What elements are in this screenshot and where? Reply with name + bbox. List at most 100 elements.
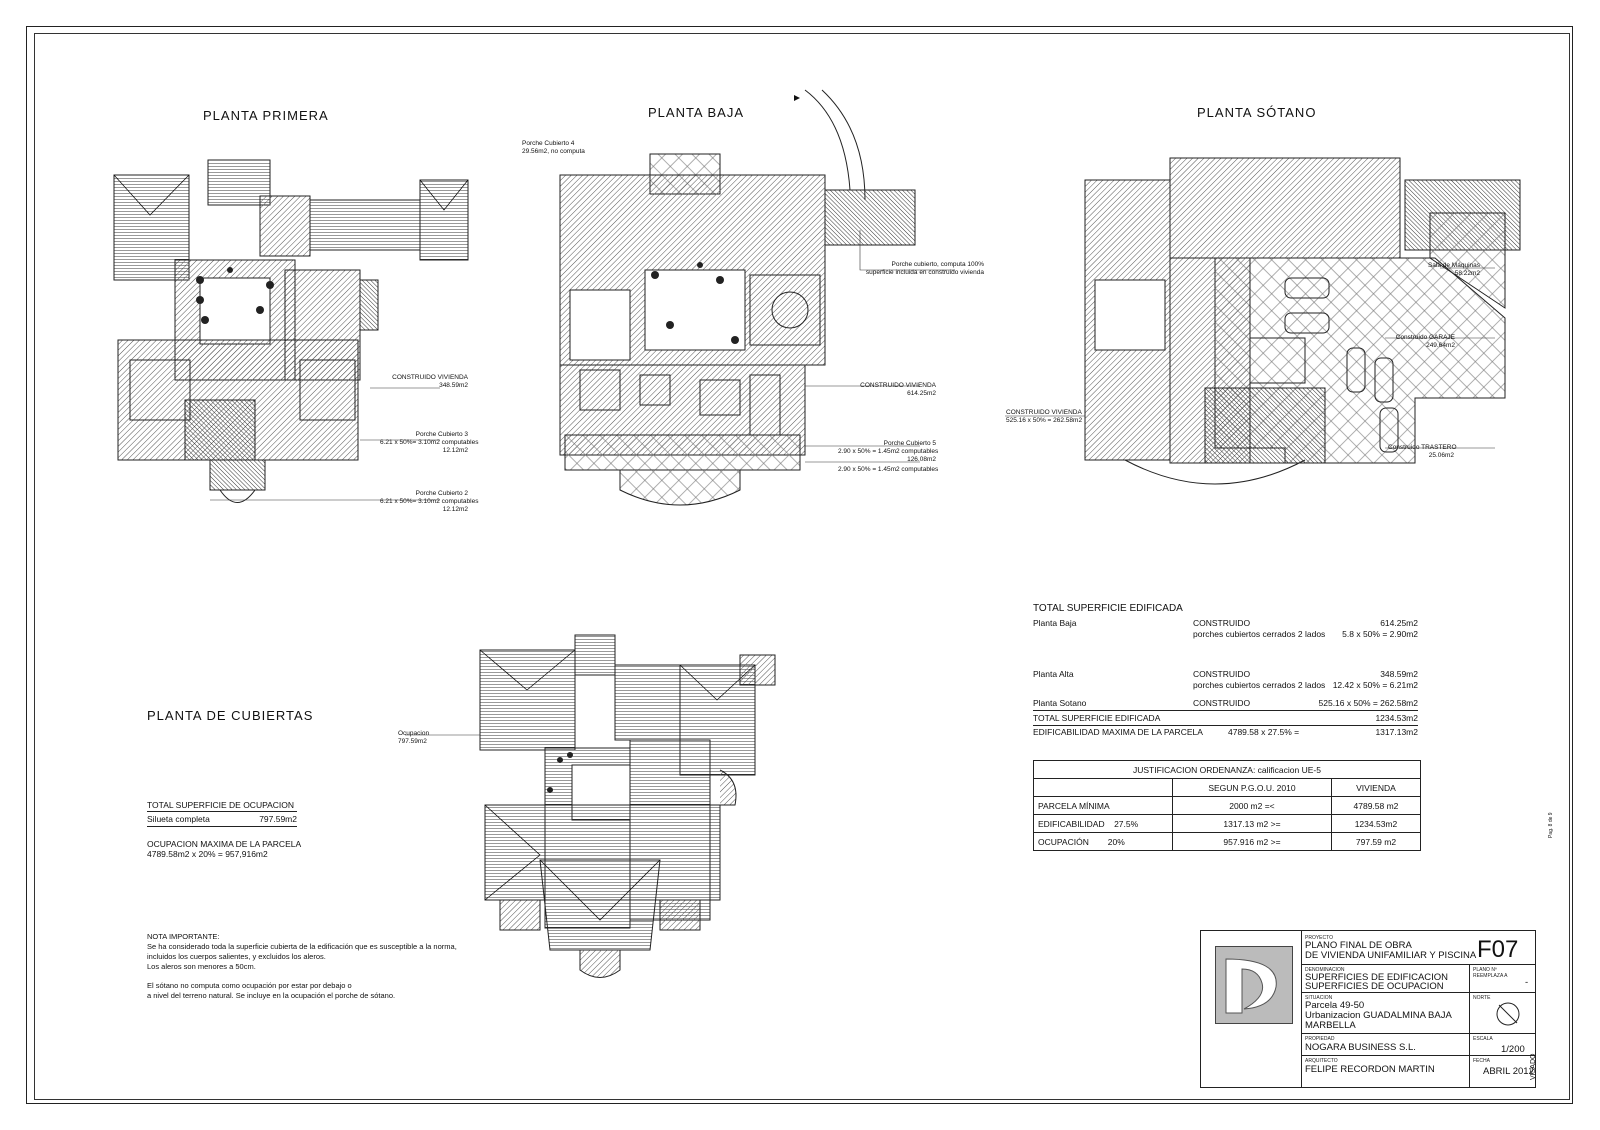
- title-block-divider: [1301, 931, 1302, 1087]
- edificada-edif-value: 1317.13m2: [1375, 727, 1418, 737]
- baja-porche-cubierto-line1: Porche cubierto, computa 100%: [891, 261, 985, 268]
- sotano-construido-calc: 525.16 x 50% = 262.58m2: [1006, 417, 1083, 424]
- sotano-garaje-value: 249.64m2: [1426, 342, 1455, 349]
- edificada-baja-porches: porches cubiertos cerrados 2 lados: [1193, 629, 1326, 639]
- justificacion-row-name: PARCELA MÍNIMA: [1038, 800, 1110, 811]
- visado-label: VISADO: [1530, 1053, 1537, 1080]
- sotano-trastero-label: Construido TRASTERO 25.06m2: [1388, 444, 1457, 460]
- tb-propiedad: NOGARA BUSINESS S.L.: [1305, 1042, 1416, 1053]
- edificada-baja-construido: CONSTRUIDO: [1193, 618, 1251, 628]
- tb-propiedad-label: PROPIEDAD: [1305, 1036, 1335, 1042]
- justificacion-row-name: EDIFICABILIDAD: [1038, 818, 1105, 829]
- baja-porche5-value: 126.08m2: [907, 456, 936, 463]
- tb-situacion-3: MARBELLA: [1305, 1020, 1356, 1031]
- baja-porche5-label: Porche Cubierto 5 2.90 x 50% = 1.45m2 co…: [838, 440, 939, 474]
- justificacion-col-vivienda: VIVIENDA: [1330, 778, 1422, 797]
- tb-proyecto-label: PROYECTO: [1305, 935, 1333, 941]
- nota-spacer: [147, 972, 457, 981]
- primera-construido-value: 348.59m2: [439, 382, 468, 389]
- north-arrow-icon: [1496, 1002, 1520, 1026]
- justificacion-row-vivienda: 4789.58 m2: [1330, 796, 1422, 815]
- tb-plan-code: F07: [1477, 936, 1519, 963]
- tb-line: [1301, 1055, 1535, 1056]
- primera-porche3-label: Porche Cubierto 3 6.21 x 50%= 3.10m2 com…: [380, 431, 479, 455]
- primera-porche3-title: Porche Cubierto 3: [415, 431, 468, 438]
- visado-stamp: VISADO: [1530, 1054, 1537, 1080]
- tb-line: [1301, 992, 1535, 993]
- edificada-alta-porches: porches cubiertos cerrados 2 lados: [1193, 680, 1326, 690]
- baja-construido-label: CONSTRUIDO VIVIENDA 614.25m2: [860, 382, 936, 398]
- tb-reemplaza-label: REEMPLAZA A: [1473, 973, 1508, 979]
- ocupacion-title: TOTAL SUPERFICIE DE OCUPACION: [147, 800, 297, 812]
- justificacion-empty-cell: [1033, 778, 1173, 797]
- sotano-trastero-title: Construido TRASTERO: [1388, 444, 1457, 451]
- ocupacion-max-title: OCUPACION MAXIMA DE LA PARCELA: [147, 839, 302, 849]
- sotano-garaje-label: Construido GARAJE 249.64m2: [1395, 334, 1455, 350]
- baja-porche-cubierto-line2: superficie incluida en construido vivien…: [865, 269, 984, 276]
- studio-address: [1215, 1039, 1293, 1044]
- justificacion-row-name: OCUPACIÓN: [1038, 836, 1089, 847]
- tb-line: [1301, 964, 1535, 965]
- tb-situacion-1: Parcela 49-50: [1305, 1000, 1365, 1011]
- tb-escala-label: ESCALA: [1473, 1036, 1493, 1042]
- primera-porche2-title: Porche Cubierto 2: [415, 490, 468, 497]
- baja-construido-value: 614.25m2: [907, 390, 936, 397]
- logo-mark-icon: [1225, 958, 1277, 1014]
- tb-fecha: ABRIL 2012: [1483, 1066, 1534, 1077]
- edificada-sotano-label: Planta Sotano: [1033, 698, 1087, 708]
- ocupacion-silueta-row: Silueta completa 797.59m2: [147, 812, 297, 827]
- tb-col-divider: [1469, 964, 1470, 1087]
- justificacion-col-pgou: SEGUN P.G.O.U. 2010: [1172, 778, 1332, 797]
- nota-line: incluidos los cuerpos salientes, y exclu…: [147, 952, 326, 961]
- primera-porche2-label: Porche Cubierto 2 6.21 x 50%= 3.10m2 com…: [380, 490, 479, 514]
- edificada-edif-label: EDIFICABILIDAD MAXIMA DE LA PARCELA: [1033, 727, 1203, 737]
- primera-construido-label: CONSTRUIDO VIVIENDA 348.59m2: [390, 374, 468, 390]
- plan-planta-baja: [559, 89, 955, 506]
- ocupacion-max-calc: 4789.58m2 x 20% = 957,916m2: [147, 849, 268, 859]
- ocupacion-block: TOTAL SUPERFICIE DE OCUPACION Silueta co…: [147, 800, 302, 859]
- edificada-alta-construido-value: 348.59m2: [1380, 669, 1418, 679]
- primera-porche2-calc: 6.21 x 50%= 3.10m2 computables: [380, 498, 479, 505]
- edificada-total-label: TOTAL SUPERFICIE EDIFICADA: [1033, 713, 1161, 723]
- baja-porche4-title: Porche Cubierto 4: [522, 140, 575, 147]
- title-planta-sotano: PLANTA SÓTANO: [1197, 105, 1317, 120]
- edificada-title: TOTAL SUPERFICIE EDIFICADA: [1033, 603, 1183, 614]
- sotano-sala-title: Sala de Máquinas: [1427, 262, 1480, 269]
- primera-construido-title: CONSTRUIDO VIVIENDA: [392, 374, 468, 381]
- plan-planta-cubiertas: [405, 634, 776, 978]
- sotano-construido-title: CONSTRUIDO VIVIENDA: [1006, 409, 1082, 416]
- sheet-outer-frame: [26, 26, 1573, 1104]
- cubiertas-ocupacion-label: Ocupacion 797.59m2: [398, 730, 429, 746]
- sotano-trastero-value: 25.06m2: [1428, 452, 1454, 459]
- nota-line: Los aleros son menores a 50cm.: [147, 962, 256, 971]
- justificacion-row-pgou: 2000 m2 =<: [1172, 796, 1332, 815]
- baja-porche5-calc1: 2.90 x 50% = 1.45m2 computables: [838, 448, 939, 455]
- title-block: PROYECTO PLANO FINAL DE OBRA DE VIVIENDA…: [1200, 930, 1536, 1088]
- ocupacion-silueta-label: Silueta completa: [147, 814, 210, 824]
- justificacion-row-label: PARCELA MÍNIMA: [1033, 796, 1173, 815]
- justificacion-row-vivienda: 1234.53m2: [1330, 814, 1422, 833]
- edificada-table: Planta Baja CONSTRUIDO 614.25m2 porches …: [1033, 618, 1418, 753]
- nota-line: a nivel del terreno natural. Se incluye …: [147, 991, 396, 1000]
- primera-porche3-calc: 6.21 x 50%= 3.10m2 computables: [380, 439, 479, 446]
- baja-porche5-calc2: 2.90 x 50% = 1.45m2 computables: [838, 466, 939, 473]
- tb-situacion-label: SITUACION: [1305, 995, 1333, 1001]
- edificada-alta-porches-value: 12.42 x 50% = 6.21m2: [1332, 680, 1418, 690]
- edificada-alta-construido: CONSTRUIDO: [1193, 669, 1251, 679]
- table-row: EDIFICABILIDAD 27.5% 1317.13 m2 >= 1234.…: [1033, 814, 1422, 833]
- tb-reemplaza-value: -: [1525, 977, 1529, 988]
- tb-fecha-label: FECHA: [1473, 1058, 1490, 1064]
- tb-line: [1301, 1033, 1535, 1034]
- nota-title: NOTA IMPORTANTE:: [147, 932, 220, 941]
- baja-porche-cubierto-label: Porche cubierto, computa 100% superficie…: [860, 261, 984, 277]
- cubiertas-ocupacion-value: 797.59m2: [398, 738, 427, 745]
- tb-norte-label: NORTE: [1473, 995, 1491, 1001]
- justificacion-row-pgou: 1317.13 m2 >=: [1172, 814, 1332, 833]
- sotano-garaje-title: Construido GARAJE: [1395, 334, 1455, 341]
- sotano-sala-value: 58.22m2: [1454, 270, 1480, 277]
- edificada-baja-construido-value: 614.25m2: [1380, 618, 1418, 628]
- ocupacion-silueta-value: 797.59m2: [259, 814, 297, 824]
- page-number: Pag. 8 de 9: [1548, 812, 1554, 838]
- tb-denominacion-2: SUPERFICIES DE OCUPACION: [1305, 981, 1444, 992]
- edificada-edif-calc: 4789.58 x 27.5% =: [1228, 727, 1300, 737]
